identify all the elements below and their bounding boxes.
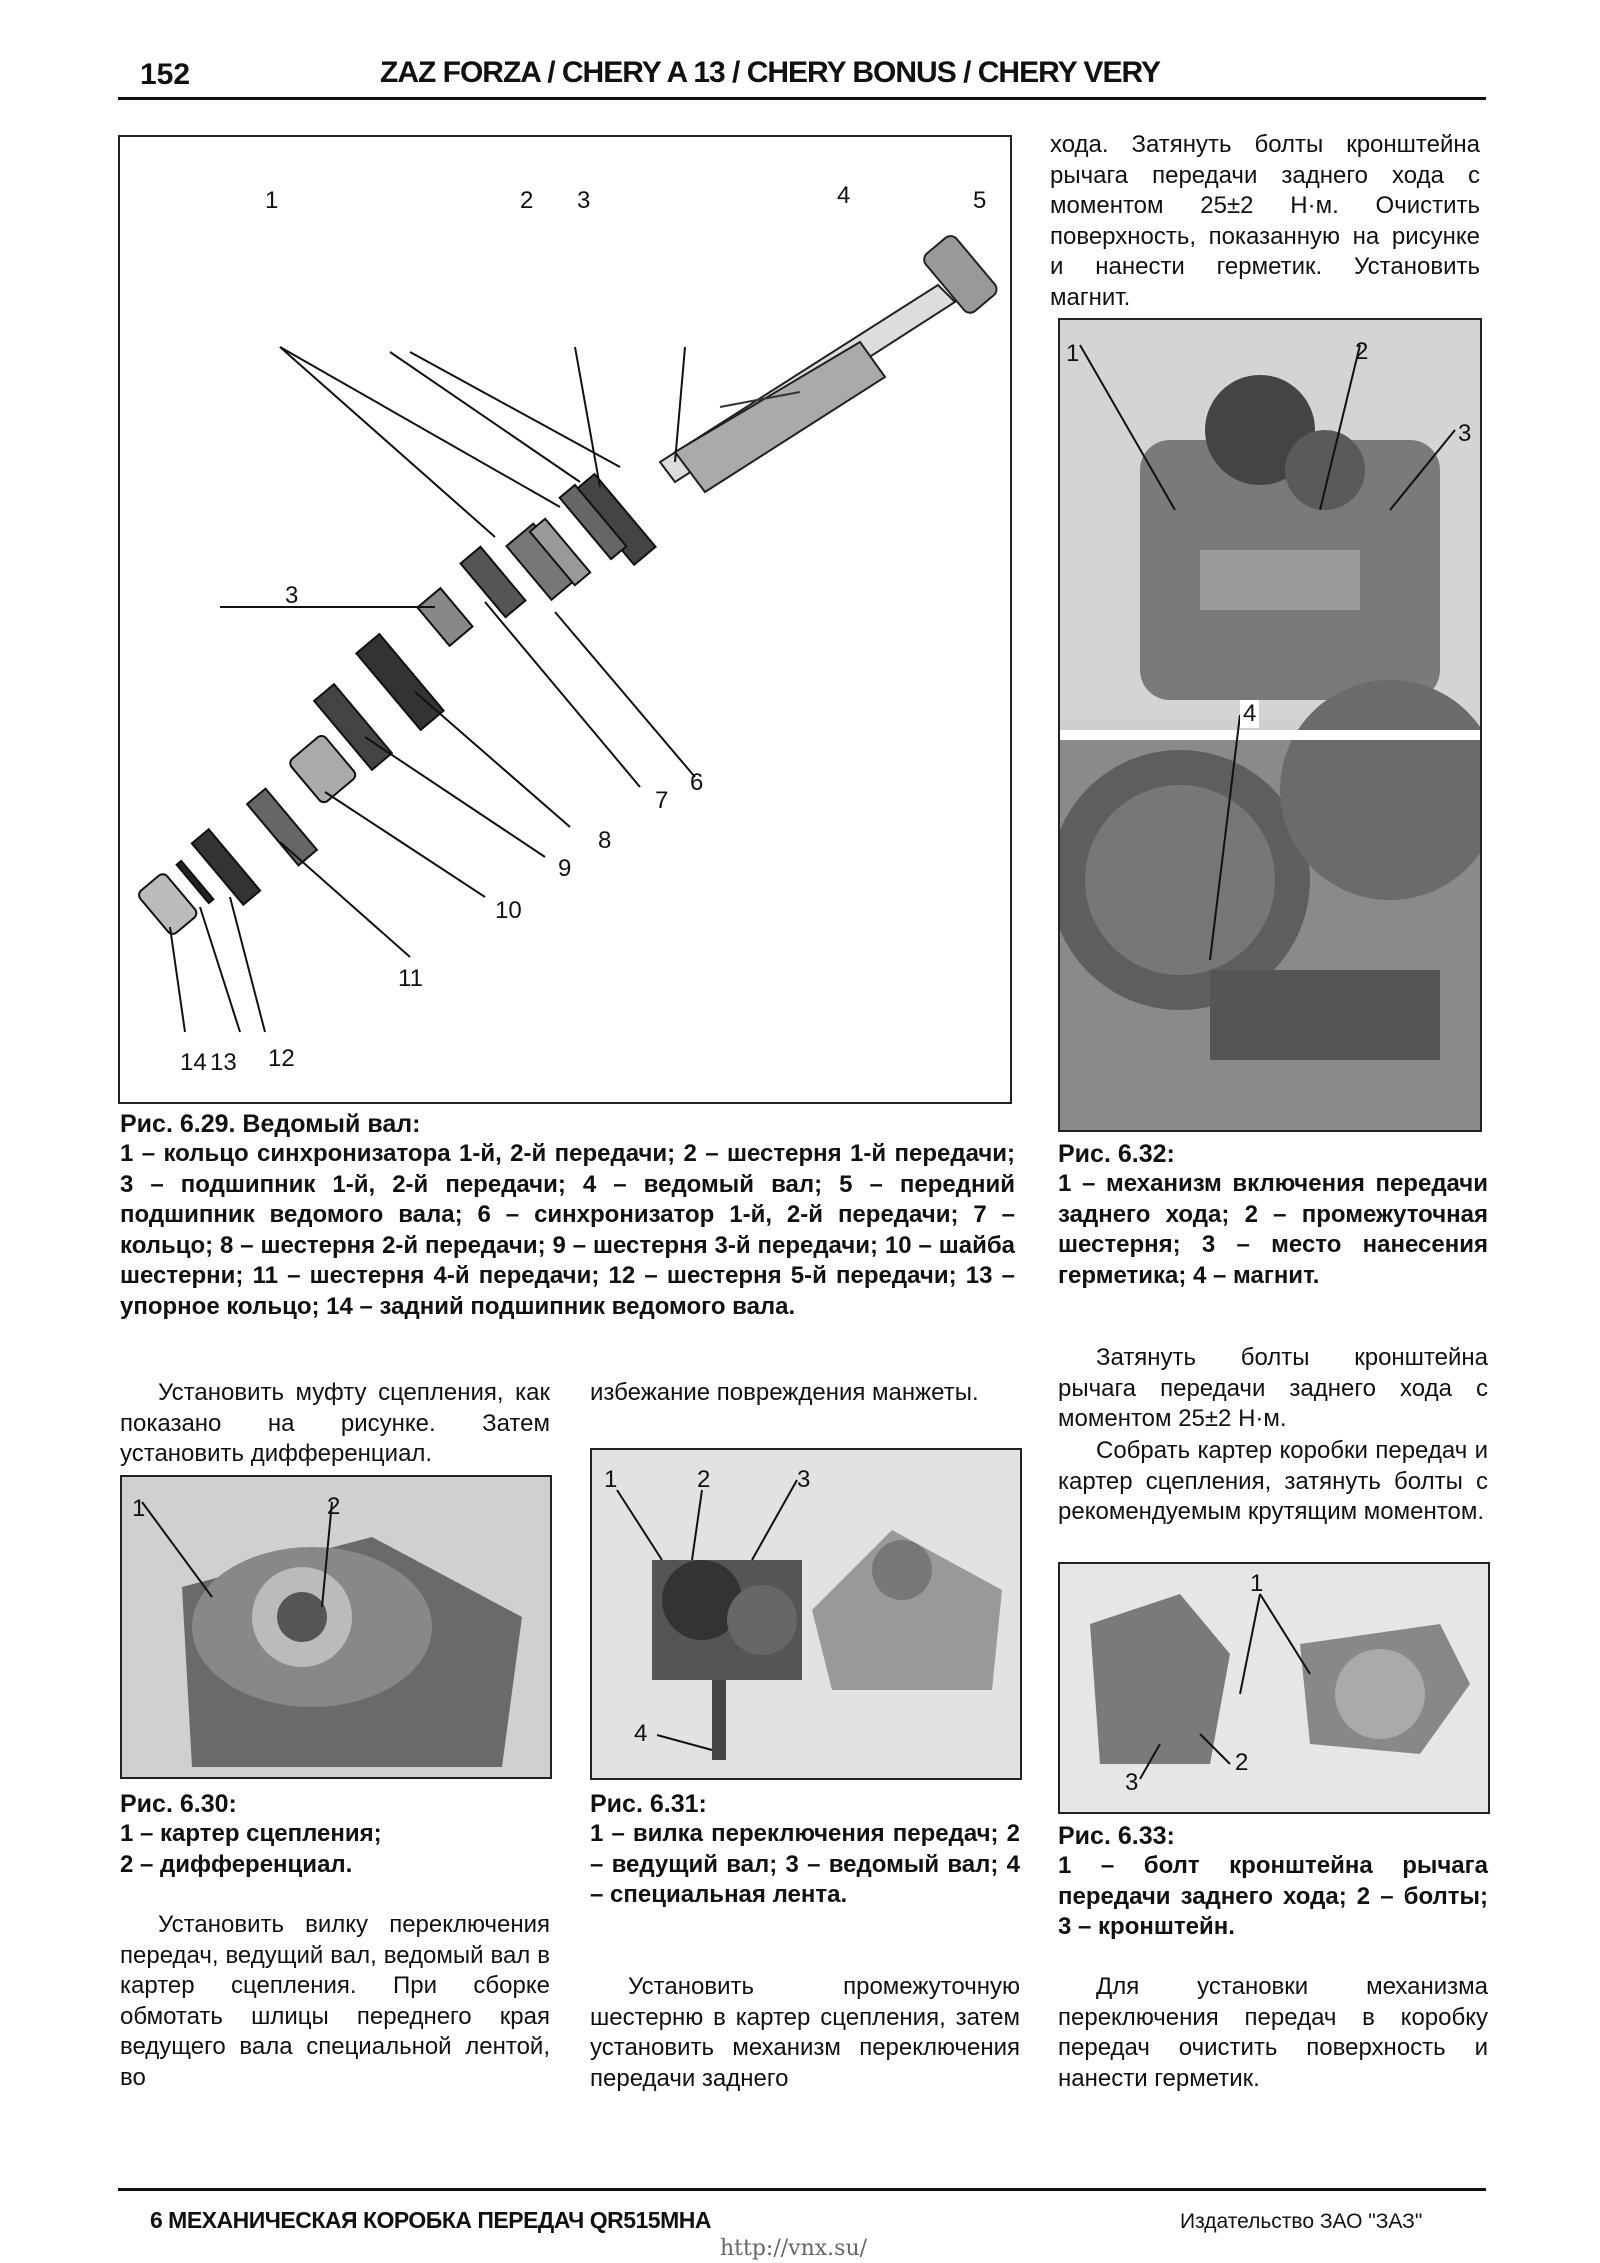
caption-line-1: 1 – картер сцепления;	[120, 1820, 382, 1847]
callout-5: 5	[973, 187, 987, 214]
callout-14: 14	[180, 1049, 207, 1076]
callout-4: 4	[837, 182, 851, 209]
callout-10: 10	[495, 897, 522, 924]
leader-lines	[169, 346, 696, 1033]
callout-1: 1	[604, 1466, 618, 1493]
caption-title: Рис. 6.29. Ведомый вал:	[120, 1110, 421, 1138]
callout-3: 3	[1458, 420, 1472, 447]
paragraph-text: Установить промежуточную шестерню в карт…	[590, 1973, 1020, 2092]
reverse-gear-mechanism-photo	[1060, 320, 1480, 1130]
caption-body: 1 – механизм включения передачи заднего …	[1058, 1170, 1488, 1289]
figure-6-30-caption: Рис. 6.30: 1 – картер сцепления; 2 – диф…	[120, 1790, 550, 1880]
callout-4: 4	[634, 1720, 648, 1747]
gear-stack-drawing	[138, 472, 657, 935]
callout-3: 3	[1125, 1769, 1139, 1796]
caption-body: 1 – вилка переключения передач; 2 – веду…	[590, 1820, 1020, 1908]
footer-publisher: Издательство ЗАО "ЗАЗ"	[1180, 2210, 1423, 2233]
bracket-and-bolts-photo	[1060, 1564, 1488, 1812]
figure-6-30-photo: 1 2	[120, 1475, 552, 1779]
figure-6-29-caption: Рис. 6.29. Ведомый вал: 1 – кольцо синхр…	[120, 1110, 1015, 1322]
callout-4: 4	[1240, 700, 1260, 728]
figure-6-33-photo: 1 2 3	[1058, 1562, 1490, 1814]
callout-9: 9	[558, 855, 572, 882]
right-mid-paragraph-1: Затянуть болты кронштейна рычага передач…	[1058, 1343, 1488, 1435]
shift-fork-and-shafts-photo	[592, 1450, 1020, 1778]
middle-paragraph-2: Установить промежуточную шестерню в карт…	[590, 1972, 1020, 2094]
caption-line-2: 2 – дифференциал.	[120, 1850, 353, 1878]
caption-title: Рис. 6.31:	[590, 1790, 707, 1818]
right-mid-paragraph-2: Собрать картер коробки передач и картер …	[1058, 1436, 1488, 1528]
footer-url: http://vnx.su/	[720, 2236, 868, 2261]
paragraph-text: Для установки механизма переключения пер…	[1058, 1973, 1488, 2092]
header-rule	[118, 97, 1486, 100]
middle-paragraph-1: избежание повреждения манжеты.	[590, 1379, 979, 1406]
callout-12: 12	[268, 1045, 295, 1072]
callout-6: 6	[690, 769, 704, 796]
callout-2: 2	[520, 187, 534, 214]
callout-7: 7	[655, 787, 669, 814]
footer-rule	[118, 2188, 1486, 2191]
caption-body: 1 – болт кронштейна рычага передачи задн…	[1058, 1852, 1488, 1940]
driven-shaft-exploded-view	[138, 235, 998, 1033]
callout-1: 1	[265, 187, 279, 214]
left-paragraph-1: Установить муфту сцепления, как показано…	[120, 1378, 550, 1470]
right-paragraph-3: Для установки механизма переключения пер…	[1058, 1972, 1488, 2094]
caption-title: Рис. 6.32:	[1058, 1140, 1175, 1168]
callout-11: 11	[398, 965, 423, 992]
callout-2: 2	[697, 1466, 711, 1493]
caption-body: 1 – кольцо синхронизатора 1-й, 2-й перед…	[120, 1140, 1015, 1320]
callout-3b: 3	[285, 582, 299, 609]
paragraph-text: Установить муфту сцепления, как показано…	[120, 1379, 550, 1467]
callout-1: 1	[1066, 340, 1080, 367]
callout-2: 2	[1235, 1749, 1249, 1776]
callout-3: 3	[797, 1466, 811, 1493]
page-number: 152	[140, 58, 191, 91]
paragraph-text: Затянуть болты кронштейна рычага передач…	[1058, 1344, 1488, 1432]
callout-1: 1	[1250, 1570, 1264, 1597]
figure-6-32-caption: Рис. 6.32: 1 – механизм включения переда…	[1058, 1140, 1488, 1291]
callout-13: 13	[210, 1049, 237, 1076]
figure-6-31-photo: 1 2 3 4	[590, 1448, 1022, 1780]
right-top-paragraph: хода. Затянуть болты кронштейна рычага п…	[1050, 131, 1480, 311]
figure-6-33-caption: Рис. 6.33: 1 – болт кронштейна рычага пе…	[1058, 1822, 1488, 1943]
caption-title: Рис. 6.33:	[1058, 1822, 1175, 1850]
footer-section-title: 6 МЕХАНИЧЕСКАЯ КОРОБКА ПЕРЕДАЧ QR515MHA	[150, 2207, 711, 2233]
figure-6-32-photo: 1 2 3 4	[1058, 318, 1482, 1132]
paragraph-text: Собрать картер коробки передач и картер …	[1058, 1437, 1488, 1525]
callout-8: 8	[598, 827, 612, 854]
driven-shaft-drawing	[658, 235, 998, 494]
clutch-housing-photo	[122, 1477, 550, 1777]
callout-2: 2	[1355, 338, 1369, 365]
figure-6-31-caption: Рис. 6.31: 1 – вилка переключения переда…	[590, 1790, 1020, 1911]
left-paragraph-2: Установить вилку переключения передач, в…	[120, 1910, 550, 2093]
running-title: ZAZ FORZA / CHERY A 13 / CHERY BONUS / C…	[380, 56, 1161, 89]
callout-3: 3	[577, 187, 591, 214]
paragraph-text: Установить вилку переключения передач, в…	[120, 1911, 550, 2091]
callout-2: 2	[327, 1493, 341, 1520]
callout-1: 1	[132, 1495, 146, 1522]
caption-title: Рис. 6.30:	[120, 1790, 237, 1818]
figure-6-29-diagram: 1 2 3 4 5 3 6 7 8 9 10 11 12 13 14	[118, 135, 1012, 1104]
